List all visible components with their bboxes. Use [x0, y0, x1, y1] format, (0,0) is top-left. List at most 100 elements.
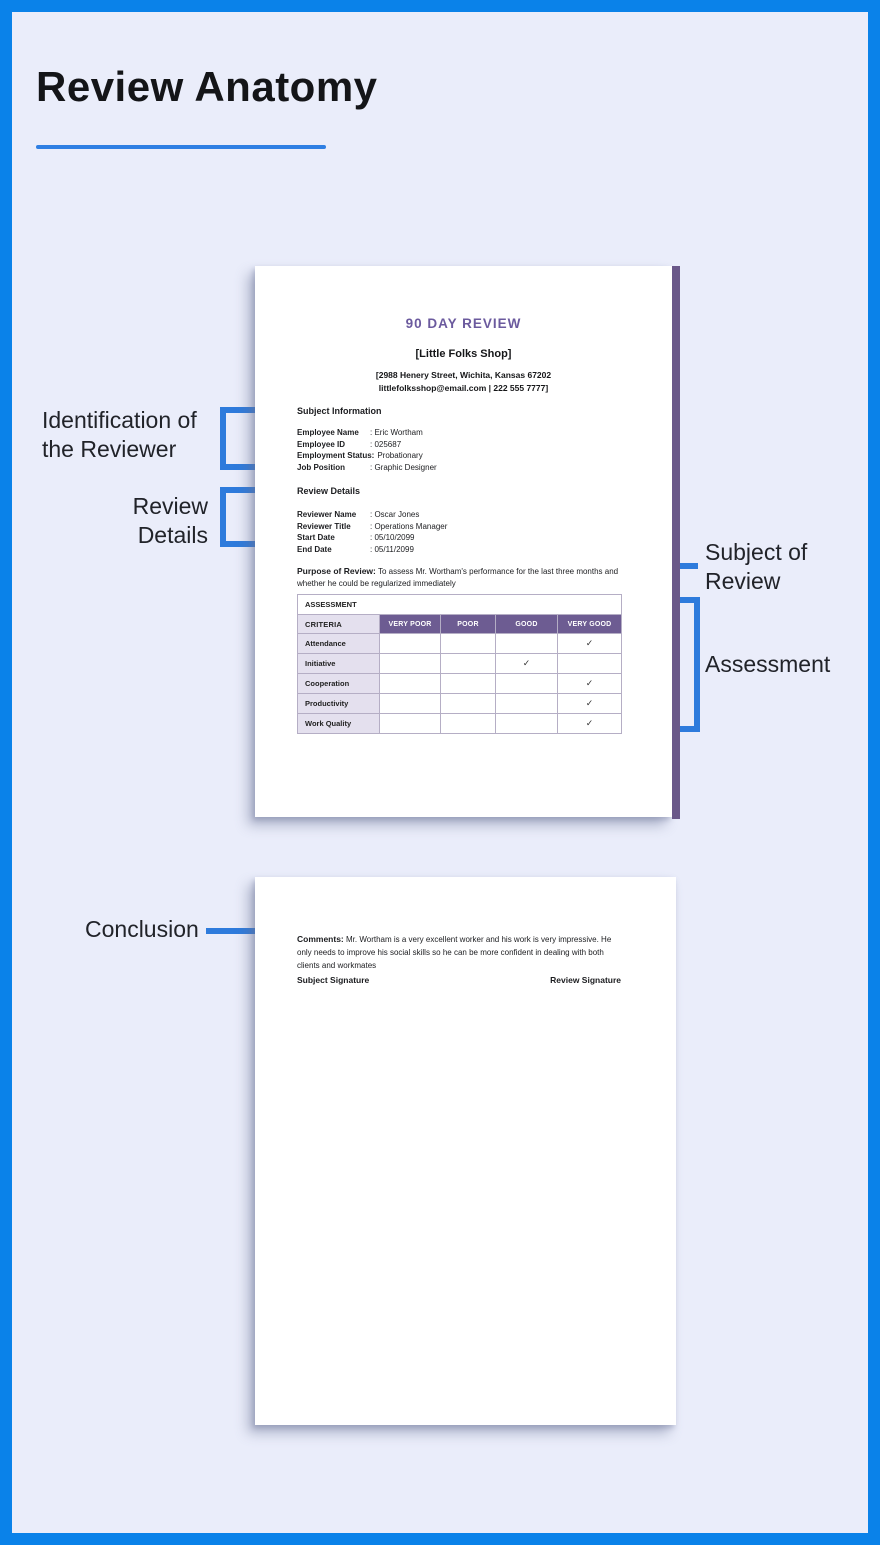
- field-row: Employee ID : 025687: [297, 439, 437, 451]
- field-label: Employee Name: [297, 428, 359, 437]
- callout-line: Details: [137, 522, 208, 548]
- rating-cell: ✓: [556, 713, 623, 734]
- purpose-label: Purpose of Review:: [297, 566, 376, 576]
- field-row: Reviewer Title : Operations Manager: [297, 521, 447, 533]
- field-label: Employment Status:: [297, 451, 375, 461]
- field-rows: Employee Name : Eric Wortham Employee ID…: [297, 427, 437, 474]
- comments-paragraph: Comments: Mr. Wortham is a very excellen…: [297, 933, 617, 972]
- section-heading: Subject Information: [297, 406, 382, 416]
- field-row: Employment Status: Probationary: [297, 450, 437, 462]
- rating-cell: ✓: [495, 653, 558, 674]
- table-row: Initiative ✓: [297, 653, 623, 674]
- rating-cell: [495, 673, 558, 694]
- callout-line: Review: [132, 493, 208, 519]
- table-row: Work Quality ✓: [297, 713, 623, 734]
- table-header-row: CRITERIA VERY POOR POOR GOOD VERY GOOD: [297, 614, 623, 634]
- subject-information-section: Subject Information Employee Name : Eric…: [297, 406, 437, 474]
- document-header: 90 DAY REVIEW [Little Folks Shop] [2988 …: [255, 316, 672, 395]
- rating-cell: [495, 713, 558, 734]
- table-row: Cooperation ✓: [297, 673, 623, 694]
- field-value: Probationary: [377, 451, 423, 461]
- rating-cell: [495, 693, 558, 714]
- callout-line: Review: [705, 568, 781, 594]
- comments-text: Mr. Wortham is a very excellent worker a…: [297, 935, 612, 970]
- rating-cell: [379, 693, 441, 714]
- signature-row: Subject Signature Review Signature: [297, 975, 621, 985]
- field-value: : 05/10/2099: [370, 533, 415, 543]
- company-address: [2988 Henery Street, Wichita, Kansas 672…: [255, 369, 672, 395]
- rating-cell: ✓: [556, 673, 623, 694]
- column-header: VERY POOR: [379, 614, 441, 634]
- arrow-line: [220, 487, 226, 547]
- field-value: : 05/11/2099: [370, 545, 414, 555]
- criteria-cell: Work Quality: [297, 713, 380, 734]
- criteria-cell: Cooperation: [297, 673, 380, 694]
- field-value: : Eric Wortham: [370, 428, 423, 437]
- field-value: : 025687: [370, 439, 402, 449]
- callout-conclusion: Conclusion: [85, 916, 199, 942]
- rating-cell: [440, 653, 496, 674]
- table-row: Productivity ✓: [297, 693, 623, 714]
- rating-cell: [556, 653, 623, 674]
- rating-cell: [379, 653, 441, 674]
- field-label: Job Position: [297, 463, 345, 473]
- arrow-line: [220, 487, 276, 493]
- rating-cell: [440, 633, 496, 654]
- rating-cell: [440, 673, 496, 694]
- document-spine: [672, 266, 680, 819]
- callout-line: Subject of: [705, 539, 808, 565]
- comments-label: Comments:: [297, 934, 344, 944]
- rating-cell: [379, 633, 441, 654]
- review-signature-label: Review Signature: [550, 975, 621, 985]
- criteria-cell: Initiative: [297, 653, 380, 674]
- field-row: Employee Name : Eric Wortham: [297, 427, 437, 439]
- table-caption-row: ASSESSMENT: [296, 594, 623, 615]
- rating-cell: [495, 633, 558, 654]
- table-caption: ASSESSMENT: [296, 594, 623, 615]
- callout-line: the Reviewer: [42, 436, 177, 462]
- arrow-line: [220, 407, 276, 413]
- table-row: Attendance ✓: [297, 633, 623, 654]
- field-label: Reviewer Title: [297, 521, 351, 531]
- rating-cell: [379, 713, 441, 734]
- column-header: POOR: [440, 614, 496, 634]
- arrow-line: [220, 407, 226, 470]
- callout-line: Identification of: [42, 407, 197, 433]
- criteria-cell: Productivity: [297, 693, 380, 714]
- assessment-table: ASSESSMENT CRITERIA VERY POOR POOR GOOD …: [296, 594, 623, 734]
- field-label: Start Date: [297, 533, 335, 543]
- field-row: Reviewer Name : Oscar Jones: [297, 509, 447, 521]
- page-title: Review Anatomy: [36, 63, 378, 110]
- rating-cell: ✓: [556, 693, 623, 714]
- field-label: End Date: [297, 545, 332, 555]
- criteria-cell: Attendance: [297, 633, 380, 654]
- field-row: End Date : 05/11/2099: [297, 544, 447, 556]
- title-underline: [36, 145, 326, 149]
- document-title: 90 DAY REVIEW: [405, 316, 522, 331]
- arrow-line: [206, 928, 272, 934]
- rating-cell: [379, 673, 441, 694]
- field-label: Employee ID: [297, 439, 346, 449]
- column-header: CRITERIA: [297, 614, 380, 634]
- document-page-2: Comments: Mr. Wortham is a very excellen…: [255, 877, 676, 1425]
- arrow-line: [220, 541, 276, 547]
- field-label: Reviewer Name: [297, 510, 357, 519]
- callout-subject-of-review: Subject of Review: [705, 538, 807, 596]
- field-value: : Oscar Jones: [370, 510, 420, 519]
- callout-identification-of-reviewer: Identification of the Reviewer: [42, 406, 197, 464]
- arrow-line: [220, 464, 276, 470]
- rating-cell: ✓: [556, 633, 623, 654]
- company-name: [Little Folks Shop]: [415, 348, 512, 360]
- address-line: littlefolksshop@email.com | 222 555 7777…: [378, 383, 549, 393]
- column-header: GOOD: [495, 614, 558, 634]
- field-value: : Graphic Designer: [370, 463, 437, 473]
- field-rows: Reviewer Name : Oscar Jones Reviewer Tit…: [297, 509, 447, 556]
- rating-cell: [440, 693, 496, 714]
- callout-assessment: Assessment: [705, 651, 831, 677]
- field-value: : Operations Manager: [370, 521, 448, 531]
- rating-cell: [440, 713, 496, 734]
- subject-signature-label: Subject Signature: [297, 975, 370, 985]
- section-heading: Review Details: [297, 486, 361, 496]
- purpose-text: To assess Mr. Wortham's performance for …: [297, 567, 619, 588]
- callout-review-details: Review Details: [90, 492, 208, 550]
